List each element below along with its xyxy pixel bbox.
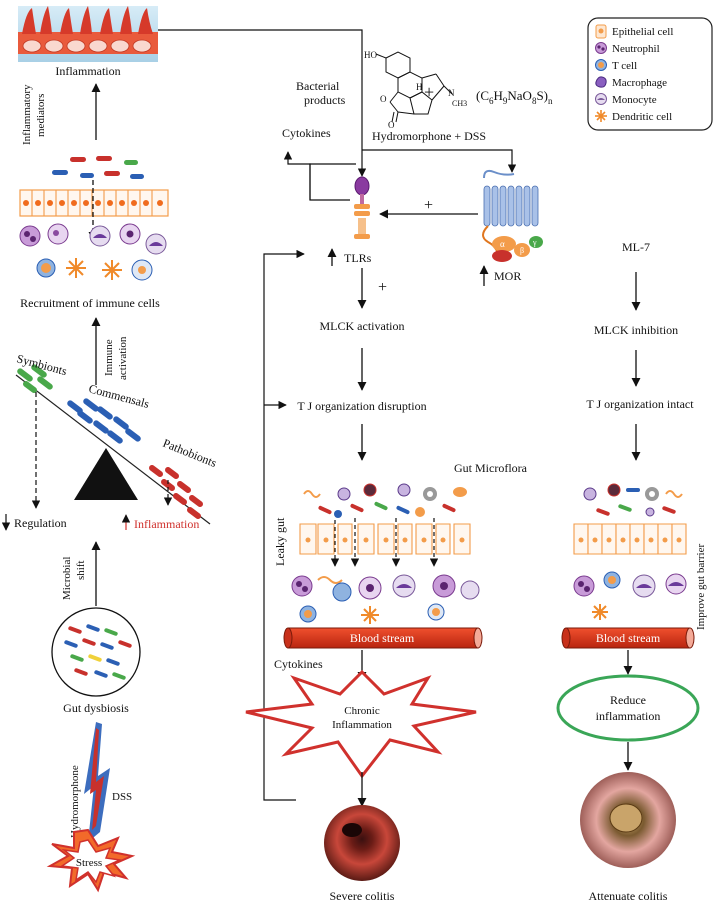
microbial-shift-label-1: Microbial (61, 557, 73, 600)
gut-microflora-center (303, 483, 467, 518)
virus-icon-right (645, 487, 659, 501)
epithelium-center (299, 523, 471, 555)
mor-label: MOR (494, 269, 521, 283)
molecule-n: N (448, 88, 455, 98)
attenuate-colitis-image (580, 772, 676, 868)
svg-text:γ: γ (532, 238, 537, 247)
reduce-inflammation-ellipse (556, 674, 700, 742)
molecule-o: O (380, 94, 387, 104)
legend-dendritic: Dendritic cell (612, 111, 672, 123)
regulation-label: Regulation (14, 516, 67, 530)
microbial-balance-seesaw (15, 364, 211, 525)
plus-mor: + (424, 197, 433, 214)
inflammatory-mediators-label-2: mediators (35, 94, 47, 137)
dss-formula: (C6H9NaO8S)n (476, 88, 553, 106)
tlr-receptor (354, 176, 370, 239)
dss-left-label: DSS (112, 791, 132, 803)
microbial-shift-label-2: shift (75, 560, 87, 580)
bacterial-products-label-1: Bacterial (296, 79, 340, 93)
pathobionts-label: Pathobionts (161, 436, 219, 470)
reduce-label-1: Reduce (610, 693, 646, 707)
immune-cells-center (291, 574, 480, 624)
leaky-gut-label: Leaky gut (273, 517, 287, 566)
gut-dysbiosis-circle (51, 607, 141, 697)
monocyte-icon (595, 93, 607, 105)
bacteria-cluster-top (52, 156, 144, 179)
svg-text:α: α (500, 239, 505, 249)
t-cell-icon (595, 59, 607, 71)
inflammation-red-label: Inflammation (134, 517, 199, 531)
stress-burst (46, 828, 136, 893)
svg-text:β: β (520, 246, 524, 255)
immune-cells-left (19, 223, 167, 281)
legend-tcell: T cell (612, 60, 637, 72)
molecule-h: H (416, 82, 423, 92)
virus-icon (423, 487, 437, 501)
blood-stream-right-label: Blood stream (596, 631, 661, 645)
stress-label: Stress (76, 857, 102, 869)
neutrophil-icon (595, 42, 607, 54)
inflammatory-mediators-label-1: Inflammatory (21, 84, 33, 145)
gut-dysbiosis-label: Gut dysbiosis (63, 701, 129, 715)
mor-receptor: α β γ (482, 169, 543, 262)
molecule-ho: HO (364, 50, 377, 60)
bacterial-products-label-2: products (304, 93, 346, 107)
plus-drug: + (424, 82, 434, 102)
macrophage-icon (595, 76, 607, 88)
immune-cells-right (573, 571, 687, 620)
mlck-inhibition-label: MLCK inhibition (594, 323, 678, 337)
tj-disruption-label: T J organization disruption (297, 399, 426, 413)
blood-stream-right (561, 627, 695, 649)
tj-intact-label: T J organization intact (586, 397, 694, 411)
legend-macrophage: Macrophage (612, 77, 667, 89)
chronic-label-1: Chronic (344, 705, 380, 717)
lightning-bolt (84, 722, 110, 842)
blood-stream-center-label: Blood stream (350, 631, 415, 645)
molecule-ch3: CH3 (452, 99, 467, 108)
legend-neutrophil: Neutrophil (612, 43, 660, 55)
severe-colitis-image (324, 805, 400, 881)
cytokines-bottom-label: Cytokines (274, 657, 323, 671)
drug-label: Hydromorphone + DSS (372, 129, 486, 143)
ml7-label: ML-7 (622, 240, 650, 254)
hydromorphone-left-label: Hydromorphone (69, 765, 81, 838)
legend-epithelial: Epithelial cell (612, 26, 673, 38)
chronic-label-2: Inflammation (332, 719, 392, 731)
legend: Epithelial cell Neutrophil T cell Macrop… (587, 17, 713, 131)
inflammation-tissue-image (18, 6, 158, 62)
attenuate-colitis-label: Attenuate colitis (589, 889, 668, 903)
blood-stream-center (283, 627, 483, 649)
molecule-o2: O (388, 120, 395, 130)
reduce-label-2: inflammation (596, 709, 661, 723)
severe-colitis-label: Severe colitis (330, 889, 395, 903)
immune-activation-label-2: activation (117, 336, 129, 380)
recruitment-label: Recruitment of immune cells (20, 296, 160, 310)
epithelium-left (19, 189, 169, 217)
gut-microflora-label: Gut Microflora (454, 461, 528, 475)
improve-barrier-label: Improve gut barrier (695, 544, 707, 630)
epithelial-cell-icon (595, 24, 607, 39)
hydromorphone-molecule (375, 51, 453, 123)
legend-monocyte: Monocyte (612, 94, 657, 106)
immune-activation-label-1: Immune (103, 339, 115, 376)
cytokines-top-label: Cytokines (282, 126, 331, 140)
dendritic-cell-icon (595, 110, 607, 122)
epithelium-right (573, 523, 687, 555)
tlrs-label: TLRs (344, 251, 372, 265)
gut-microflora-right (583, 483, 683, 517)
inflammation-top-label: Inflammation (55, 64, 120, 78)
plus-tlr: + (378, 279, 387, 296)
mlck-activation-label: MLCK activation (320, 319, 405, 333)
